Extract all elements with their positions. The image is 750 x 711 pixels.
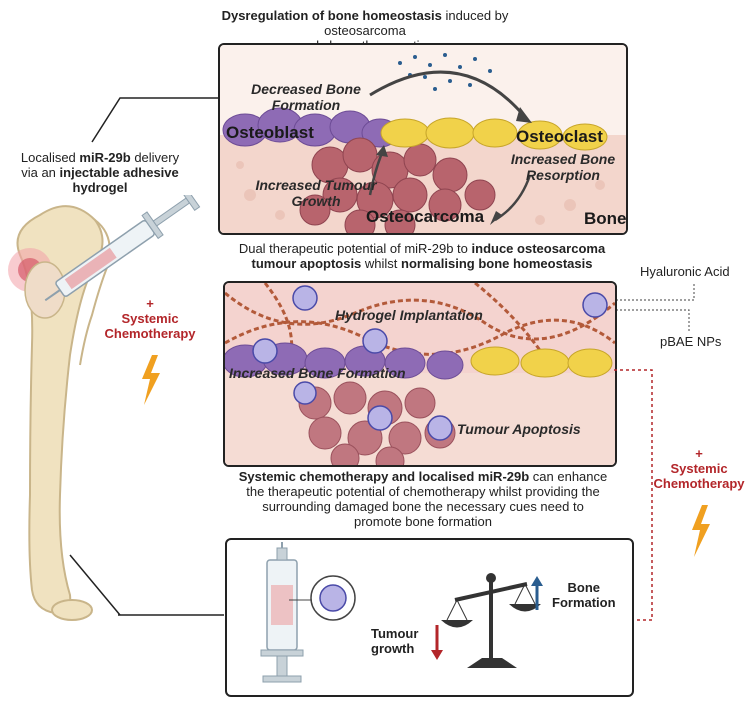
right-chemotherapy: Chemotherapy	[653, 476, 745, 491]
mid-l1-bold: induce osteosarcoma	[471, 241, 606, 256]
left-l2-bold: injectable adhesive	[59, 165, 179, 180]
panel1-illustration	[220, 45, 626, 233]
ibr-line1: Increased Bone	[510, 151, 616, 167]
itg-line2: Growth	[291, 193, 341, 209]
bone-formation-line2: Formation	[552, 595, 616, 610]
left-l1-bold: miR-29b	[79, 150, 131, 165]
panel-therapeutic-potential: Hydrogel Implantation Increased Bone For…	[223, 281, 617, 467]
dbf-line2: Formation	[271, 97, 341, 113]
mid-l2-mid: whilst	[361, 256, 402, 271]
connector-line-top	[91, 97, 218, 143]
itg-line1: Increased Tumour	[255, 177, 377, 193]
left-chemotherapy: Chemotherapy	[104, 326, 196, 341]
bottom-l2: the therapeutic potential of chemotherap…	[246, 484, 600, 499]
mid-caption: Dual therapeutic potential of miR-29b to…	[208, 241, 636, 271]
bottom-caption: Systemic chemotherapy and localised miR-…	[208, 469, 638, 529]
left-l3-bold: hydrogel	[72, 180, 128, 195]
bone-label: Bone	[584, 209, 627, 228]
panel-outcome: Bone Formation Tumour growth	[225, 538, 634, 697]
bottom-l1-bold: Systemic chemotherapy and localised miR-…	[238, 469, 530, 484]
left-l2-pre: via an	[21, 165, 60, 180]
increased-tumour-growth-label: Increased Tumour Growth	[246, 177, 386, 209]
right-systemic: Systemic	[670, 461, 728, 476]
left-caption: Localised miR-29b delivery via an inject…	[0, 150, 200, 195]
mid-l2-bold2: normalising bone homeostasis	[401, 256, 593, 271]
left-l1-post: delivery	[130, 150, 180, 165]
ibr-line2: Resorption	[526, 167, 600, 183]
legend-leader-lines	[616, 282, 695, 332]
tumour-growth-line2: growth	[371, 641, 415, 656]
top-caption-rest: induced by osteosarcoma	[324, 8, 509, 38]
tumour-growth-label: Tumour growth	[371, 626, 418, 656]
bone-formation-label: Bone Formation	[552, 580, 616, 610]
legend-hyaluronic-acid: Hyaluronic Acid	[640, 264, 730, 279]
tumour-growth-line1: Tumour	[371, 626, 419, 641]
bone-syringe-illustration	[8, 195, 201, 621]
right-systemic-chemotherapy: + Systemic Chemotherapy	[648, 446, 750, 491]
left-lightning-icon	[142, 355, 160, 405]
mid-l1-pre: Dual therapeutic potential of miR-29b to	[238, 241, 472, 256]
decreased-bone-formation-label: Decreased Bone Formation	[236, 81, 376, 113]
tumour-apoptosis-label: Tumour Apoptosis	[457, 421, 581, 437]
connector-line-bottom	[118, 614, 224, 616]
hydrogel-implantation-label: Hydrogel Implantation	[335, 307, 483, 323]
top-caption-bold: Dysregulation of bone homeostasis	[221, 8, 442, 23]
right-plus: +	[695, 446, 703, 461]
mid-l2-bold1: tumour apoptosis	[251, 256, 362, 271]
left-systemic: Systemic	[121, 311, 179, 326]
legend-pbae-nps: pBAE NPs	[660, 334, 722, 349]
panel2-illustration	[225, 283, 615, 465]
bone-formation-line1: Bone	[567, 580, 601, 595]
left-plus: +	[146, 296, 154, 311]
bottom-l1-rest: can enhance	[529, 469, 608, 484]
increased-bone-resorption-label: Increased Bone Resorption	[508, 151, 618, 183]
dbf-line1: Decreased Bone	[251, 81, 361, 97]
panel-bone-dysregulation: Decreased Bone Formation Osteoblast Oste…	[218, 43, 628, 235]
left-l1-pre: Localised	[20, 150, 80, 165]
increased-bone-formation-label: Increased Bone Formation	[229, 365, 406, 381]
osteoclast-label: Osteoclast	[516, 127, 603, 146]
left-systemic-chemotherapy: + Systemic Chemotherapy	[95, 296, 205, 341]
bottom-l3: surrounding damaged bone the necessary c…	[262, 499, 584, 514]
panel3-illustration	[260, 542, 543, 683]
osteocarcoma-label: Osteocarcoma	[366, 207, 485, 226]
osteoblast-label: Osteoblast	[226, 123, 314, 142]
bottom-l4: promote bone formation	[353, 514, 493, 529]
right-lightning-icon	[692, 505, 710, 557]
